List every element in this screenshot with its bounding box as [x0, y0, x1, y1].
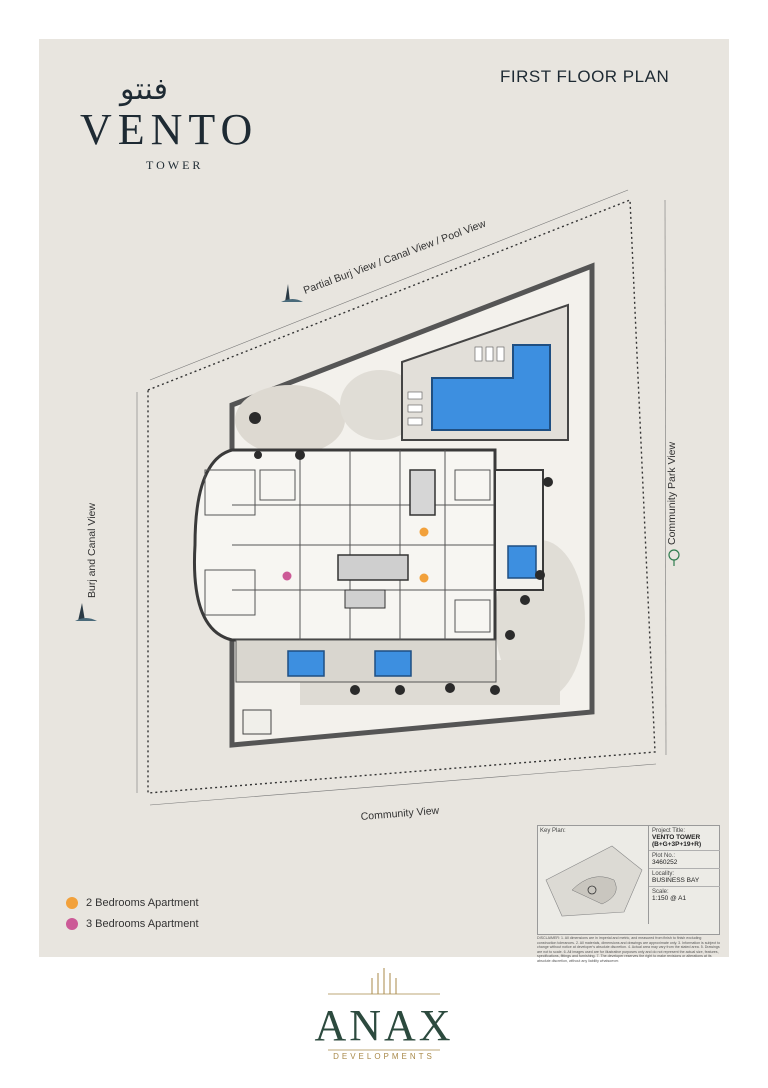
- scale: 1:150 @ A1: [652, 895, 687, 902]
- interior-room: [454, 599, 491, 633]
- sun-lounger: [407, 404, 423, 413]
- scale-label: Scale:: [652, 889, 669, 895]
- tree: [543, 477, 553, 487]
- sun-lounger: [485, 346, 494, 362]
- plunge-pool: [507, 545, 537, 579]
- brand-name: VENTO: [80, 105, 259, 154]
- plot-no-cell: Plot No.: 3460252: [649, 851, 720, 869]
- tree: [505, 630, 515, 640]
- burj-icon: [75, 603, 97, 621]
- tree: [249, 412, 261, 424]
- tree: [535, 570, 545, 580]
- landscape-area: [235, 385, 345, 455]
- locality-cell: Locality: BUSINESS BAY: [649, 869, 720, 887]
- dimension-line-east: [664, 199, 667, 756]
- legend-item: 3 Bedrooms Apartment: [66, 918, 199, 931]
- plot-no: 3460252: [652, 859, 678, 866]
- sun-lounger: [496, 346, 505, 362]
- terrace-pool: [287, 650, 325, 677]
- view-label-west: Burj and Canal View: [86, 503, 98, 598]
- legend-label: 3 Bedrooms Apartment: [86, 918, 199, 930]
- service-core: [344, 589, 386, 609]
- tree-icon: [668, 549, 680, 566]
- disclaimer: DISCLAIMER: 1. All dimensions are in imp…: [537, 936, 721, 963]
- sun-lounger: [407, 417, 423, 426]
- title-block-details: Project Title: VENTO TOWER (B+G+3P+19+R)…: [648, 826, 720, 924]
- project-title-cell: Project Title: VENTO TOWER (B+G+3P+19+R): [649, 826, 720, 851]
- marker-2-bedroom: [419, 527, 429, 537]
- developer-sub: DEVELOPMENTS: [333, 1052, 435, 1061]
- interior-room: [204, 469, 256, 516]
- legend-swatch-2-bedroom: [66, 897, 78, 910]
- sun-lounger: [474, 346, 483, 362]
- dimension-line-south: [149, 763, 657, 806]
- gate-structure: [242, 709, 272, 735]
- key-plan-label: Key Plan:: [540, 828, 566, 834]
- sun-lounger: [407, 391, 423, 400]
- marker-2-bedroom: [419, 573, 429, 583]
- key-plan-map: [545, 845, 643, 917]
- tree: [445, 683, 455, 693]
- south-terrace: [235, 639, 497, 683]
- anax-logo-mark: [371, 968, 397, 994]
- marker-3-bedroom: [282, 571, 292, 581]
- legend-item: 2 Bedrooms Apartment: [66, 897, 199, 910]
- view-label-south: Community View: [360, 805, 440, 823]
- project-title: VENTO TOWER: [652, 834, 701, 841]
- legend-swatch-3-bedroom: [66, 918, 78, 931]
- tree: [490, 685, 500, 695]
- tree: [254, 451, 262, 459]
- locality: BUSINESS BAY: [652, 877, 700, 884]
- interior-room: [259, 469, 296, 501]
- locality-label: Locality:: [652, 871, 675, 877]
- project-levels: (B+G+3P+19+R): [652, 841, 702, 848]
- project-title-label: Project Title:: [652, 828, 686, 834]
- dimension-line-north: [149, 189, 629, 381]
- brand-subtitle: TOWER: [146, 158, 204, 172]
- lift-core: [337, 554, 409, 581]
- view-label-north: Partial Burj View / Canal View / Pool Vi…: [302, 218, 488, 297]
- tree: [350, 685, 360, 695]
- title-block: Key Plan: Project Title: VENTO TOWER (B+…: [537, 825, 720, 935]
- stair-core: [409, 469, 436, 516]
- tree: [520, 595, 530, 605]
- plot-no-label: Plot No.:: [652, 853, 676, 859]
- brand-arabic-name: فنتو: [120, 72, 168, 107]
- terrace-pool: [374, 650, 412, 677]
- legend-label: 2 Bedrooms Apartment: [86, 897, 199, 909]
- plot-boundary: [147, 198, 656, 794]
- landscape-area: [340, 370, 420, 440]
- main-pool: [431, 344, 551, 431]
- burj-icon: [281, 284, 303, 302]
- interior-room: [204, 569, 256, 616]
- tree: [395, 685, 405, 695]
- view-label-east: Community Park View: [666, 441, 678, 545]
- scale-cell: Scale: 1:150 @ A1: [649, 887, 720, 904]
- developer-name: ANAX: [314, 1001, 454, 1050]
- interior-room: [454, 469, 491, 501]
- plan-title: FIRST FLOOR PLAN: [500, 67, 670, 86]
- tree: [295, 450, 305, 460]
